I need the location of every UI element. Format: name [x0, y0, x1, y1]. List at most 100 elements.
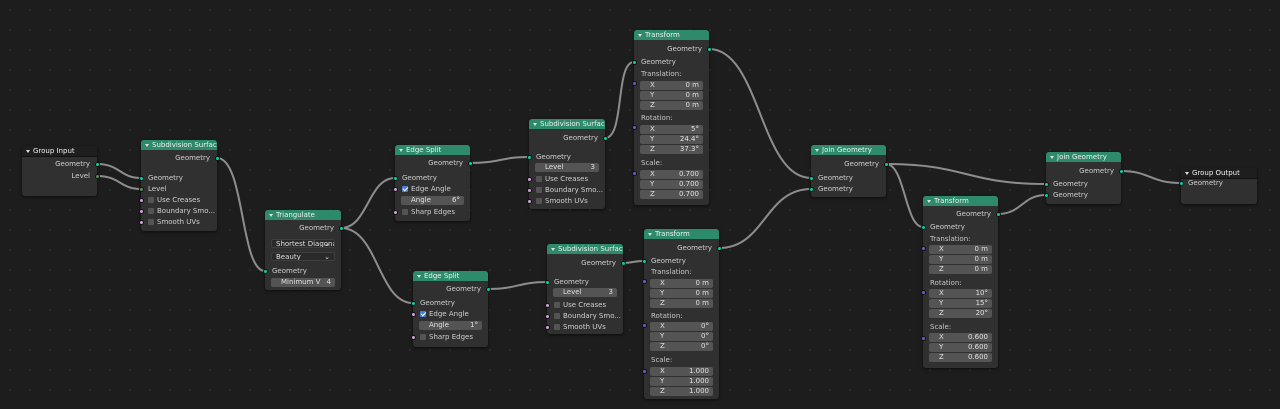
geometry-socket[interactable]: [883, 161, 889, 167]
vector-socket[interactable]: [641, 279, 647, 284]
geometry-socket[interactable]: [602, 135, 608, 141]
geometry-socket[interactable]: [1043, 181, 1049, 187]
node-header[interactable]: Triangulate: [265, 210, 341, 220]
quad-method-dropdown[interactable]: Shortest Diagona⌄: [271, 239, 335, 248]
vector-socket[interactable]: [920, 290, 926, 295]
use-creases-checkbox[interactable]: Use Creases: [544, 300, 623, 310]
boolean-socket[interactable]: [526, 176, 532, 182]
collapse-icon[interactable]: [533, 122, 537, 126]
checkbox-icon[interactable]: [554, 301, 560, 308]
checkbox-checked-icon[interactable]: [420, 310, 426, 317]
integer-socket[interactable]: [94, 173, 100, 179]
collapse-icon[interactable]: [145, 143, 149, 147]
geometry-socket[interactable]: [920, 224, 926, 230]
collapse-icon[interactable]: [269, 213, 273, 217]
smooth-uvs-checkbox[interactable]: Smooth UVs: [526, 196, 605, 206]
geometry-socket[interactable]: [392, 175, 398, 181]
checkbox-icon[interactable]: [554, 312, 560, 319]
smooth-uvs-checkbox[interactable]: Smooth UVs: [138, 217, 217, 227]
subdivision-surface-node[interactable]: Subdivision Surfac Geometry Geometry Lev…: [526, 119, 608, 209]
node-header[interactable]: Group Output: [1181, 168, 1257, 179]
boolean-socket[interactable]: [392, 186, 398, 192]
geometry-socket[interactable]: [410, 300, 416, 306]
geometry-socket[interactable]: [526, 154, 532, 160]
boolean-socket[interactable]: [544, 313, 550, 319]
transform-node[interactable]: Transform Geometry Geometry Translation:…: [641, 229, 722, 399]
ngon-method-dropdown[interactable]: Beauty⌄: [271, 252, 335, 261]
boolean-socket[interactable]: [138, 208, 144, 214]
collapse-icon[interactable]: [551, 247, 555, 251]
join-geometry-node[interactable]: Join Geometry Geometry Geometry Geometry: [808, 145, 889, 197]
geometry-socket[interactable]: [94, 161, 100, 167]
collapse-icon[interactable]: [417, 274, 421, 278]
geometry-socket[interactable]: [544, 279, 550, 285]
geometry-socket[interactable]: [995, 211, 1001, 217]
geometry-socket[interactable]: [1118, 168, 1124, 174]
node-header[interactable]: Group Input: [22, 146, 97, 157]
checkbox-icon[interactable]: [402, 208, 408, 215]
node-header[interactable]: Subdivision Surfac: [529, 119, 605, 129]
transform-node[interactable]: Transform Geometry Geometry Translation:…: [920, 196, 1001, 368]
boolean-socket[interactable]: [526, 187, 532, 193]
vector-socket[interactable]: [631, 125, 637, 130]
geometry-socket[interactable]: [138, 175, 144, 181]
boolean-socket[interactable]: [410, 334, 416, 340]
sharp-edges-checkbox[interactable]: Sharp Edges: [410, 332, 488, 342]
node-header[interactable]: Edge Split: [395, 145, 470, 155]
geometry-socket[interactable]: [716, 245, 722, 251]
vector-socket[interactable]: [641, 369, 647, 374]
collapse-icon[interactable]: [638, 33, 642, 37]
use-creases-checkbox[interactable]: Use Creases: [138, 195, 217, 205]
group-output-node[interactable]: Group Output Geometry: [1178, 168, 1257, 204]
checkbox-icon[interactable]: [554, 323, 560, 330]
node-header[interactable]: Subdivision Surface: [547, 244, 623, 254]
geometry-socket[interactable]: [808, 186, 814, 192]
geometry-socket[interactable]: [1043, 192, 1049, 198]
join-geometry-node[interactable]: Join Geometry Geometry Geometry Geometry: [1043, 152, 1124, 204]
geometry-socket[interactable]: [808, 175, 814, 181]
collapse-icon[interactable]: [648, 232, 652, 236]
boolean-socket[interactable]: [410, 311, 416, 317]
boolean-socket[interactable]: [544, 324, 550, 330]
smooth-uvs-checkbox[interactable]: Smooth UVs: [544, 322, 623, 332]
vector-socket[interactable]: [631, 171, 637, 176]
checkbox-icon[interactable]: [536, 197, 542, 204]
vector-socket[interactable]: [631, 81, 637, 86]
checkbox-icon[interactable]: [148, 207, 154, 214]
boolean-socket[interactable]: [392, 209, 398, 215]
vector-socket[interactable]: [920, 336, 926, 341]
boolean-socket[interactable]: [138, 197, 144, 203]
node-header[interactable]: Edge Split: [413, 271, 488, 281]
node-header[interactable]: Join Geometry: [811, 145, 886, 155]
vector-socket[interactable]: [641, 323, 647, 328]
integer-socket[interactable]: [138, 186, 144, 192]
edge-split-node[interactable]: Edge Split Geometry Geometry Edge Angle …: [392, 145, 473, 221]
collapse-icon[interactable]: [26, 149, 30, 153]
boundary-smooth-checkbox[interactable]: Boundary Smo...: [544, 311, 623, 321]
sharp-edges-checkbox[interactable]: Sharp Edges: [392, 207, 470, 217]
boolean-socket[interactable]: [138, 219, 144, 225]
